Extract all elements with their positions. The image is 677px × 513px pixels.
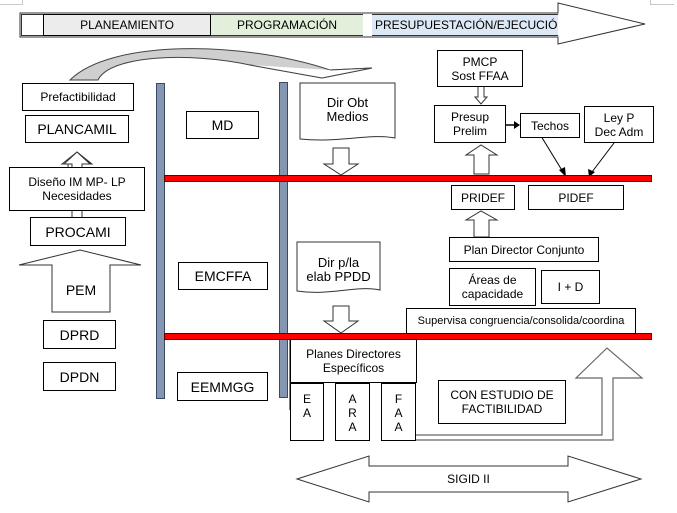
estudio-factibilidad-box[interactable]: CON ESTUDIO DE FACTIBILIDAD: [438, 380, 566, 424]
bent-up-arrow-icon: [414, 347, 644, 441]
box-label: CON ESTUDIO DE FACTIBILIDAD: [450, 388, 554, 416]
box-label: Techos: [530, 118, 570, 133]
level-divider-top: [164, 175, 652, 182]
i-d-box[interactable]: I + D: [541, 270, 600, 304]
emcffa-box[interactable]: EMCFFA: [178, 262, 268, 290]
curved-arrow-head: [249, 64, 373, 79]
box-label: A R A: [348, 392, 357, 434]
plancamil-box[interactable]: PLANCAMIL: [25, 115, 129, 143]
box-label: Diseño IM MP- LP Necesidades: [28, 175, 126, 203]
box-label: Plan Director Conjunto: [463, 242, 585, 257]
down-arrow-icon: [322, 147, 360, 176]
pridef-box[interactable]: PRIDEF: [451, 185, 515, 210]
plan-director-conjunto-box[interactable]: Plan Director Conjunto: [449, 237, 599, 262]
box-label: PMCP Sost FFAA: [451, 54, 509, 83]
pem-up-arrow-icon: [18, 249, 142, 313]
presup-prelim-box[interactable]: Presup Prelim: [434, 105, 506, 143]
diseno-box[interactable]: Diseño IM MP- LP Necesidades: [9, 167, 145, 211]
techos-box[interactable]: Techos: [520, 113, 580, 138]
pmcp-box[interactable]: PMCP Sost FFAA: [437, 50, 523, 87]
box-label: Presup Prelim: [450, 110, 490, 138]
column-divider-left: [156, 83, 165, 399]
box-label: Ley P Dec Adm: [594, 110, 644, 139]
arrow-head: [514, 121, 520, 129]
page-corner-mark-left: [0, 0, 23, 5]
phase-strip-blank: [21, 14, 43, 36]
eemmgg-box[interactable]: EEMMGG: [177, 372, 268, 401]
ley-p-box[interactable]: Ley P Dec Adm: [584, 106, 654, 143]
branch-ara-box[interactable]: A R A: [335, 383, 370, 441]
procami-box[interactable]: PROCAMI: [30, 217, 126, 246]
phase-label: PLANEAMIENTO: [80, 18, 174, 32]
box-label: Prefactibilidad: [40, 90, 116, 104]
dpdn-box[interactable]: DPDN: [43, 362, 116, 391]
md-box[interactable]: MD: [186, 111, 259, 139]
box-label: EEMMGG: [190, 378, 255, 395]
down-arrow-icon: [322, 305, 360, 334]
box-label: PROCAMI: [45, 223, 111, 240]
page-corner-mark-right: [650, 0, 674, 5]
up-arrow-icon: [464, 210, 499, 238]
phase-programacion[interactable]: PROGRAMACIÓN: [211, 14, 363, 36]
box-label: DPDN: [59, 368, 100, 385]
box-label: I + D: [557, 280, 584, 294]
document-shape: [296, 241, 381, 293]
branch-faa-box[interactable]: F A A: [381, 383, 416, 441]
up-arrow-icon: [464, 144, 499, 175]
box-label: EMCFFA: [194, 268, 252, 284]
column-divider-right: [279, 82, 288, 398]
phase-label: PRESUPUESTACIÓN/EJECUCIÓN: [375, 18, 558, 32]
box-label: F A A: [394, 392, 403, 434]
arrow-line: [591, 142, 615, 173]
phase-planeamiento[interactable]: PLANEAMIENTO: [43, 14, 211, 36]
arrow-head: [559, 167, 566, 177]
box-label: Supervisa congruencia/consolida/coordina: [417, 315, 625, 327]
dir-obt-medios-document[interactable]: Dir Obt Medios: [326, 95, 369, 124]
box-label: Planes Directores Específicos: [306, 347, 401, 375]
box-label: MD: [211, 117, 234, 133]
pidef-box[interactable]: PIDEF: [528, 185, 624, 210]
prefactibilidad-box[interactable]: Prefactibilidad: [22, 83, 134, 111]
branch-ea-box[interactable]: E A: [290, 383, 324, 441]
box-label: E A: [302, 392, 311, 420]
box-label: PLANCAMIL: [37, 121, 117, 137]
sigid-double-arrow-icon: [295, 455, 643, 503]
phase-presupuestacion[interactable]: PRESUPUESTACIÓN/EJECUCIÓN: [372, 14, 558, 36]
dir-pla-elab-document[interactable]: Dir p/la elab PPDD: [306, 255, 371, 284]
pem-label: PEM: [65, 282, 97, 298]
phase-label: PROGRAMACIÓN: [236, 18, 337, 32]
arrow-line: [540, 135, 564, 173]
box-label: DPRD: [59, 326, 100, 343]
dprd-box[interactable]: DPRD: [43, 320, 116, 349]
box-label: Áreas de capacidade: [461, 273, 524, 301]
areas-capacidad-box[interactable]: Áreas de capacidade: [449, 268, 536, 306]
supervisa-box[interactable]: Supervisa congruencia/consolida/coordina: [406, 308, 636, 334]
box-label: PIDEF: [558, 190, 594, 205]
planes-especificos-box[interactable]: Planes Directores Específicos: [290, 339, 417, 383]
sigid-label: SIGID II: [447, 472, 490, 486]
document-shape: [299, 82, 396, 141]
down-arrow-icon-small: [473, 85, 489, 105]
box-label: PRIDEF: [460, 190, 505, 205]
